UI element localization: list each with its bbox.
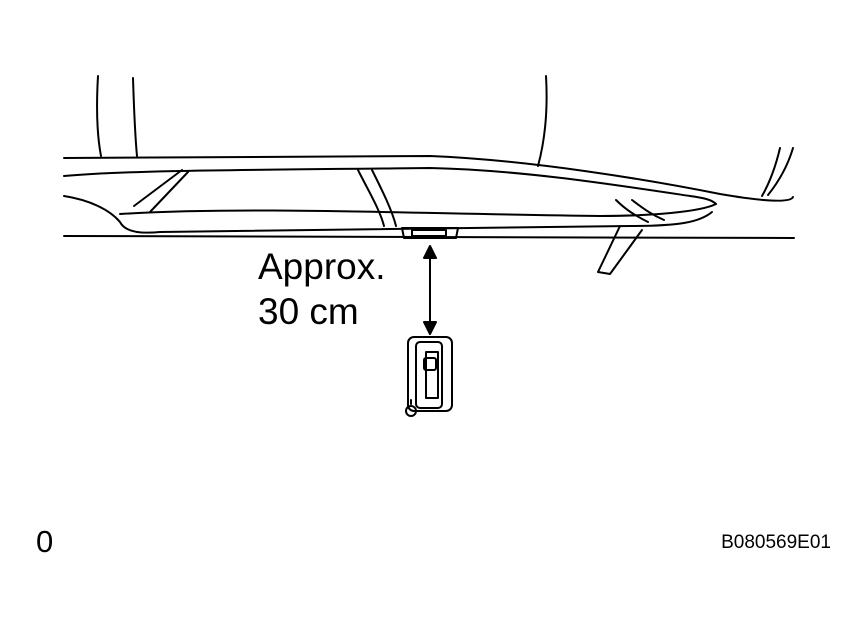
seat-outline bbox=[63, 75, 795, 275]
figure-code: B080569E01 bbox=[721, 532, 831, 553]
distance-label: Approx. 30 cm bbox=[258, 244, 386, 334]
double-headed-arrow bbox=[423, 245, 437, 335]
distance-label-line1: Approx. bbox=[258, 246, 386, 287]
figure-marker: 0 bbox=[36, 524, 54, 559]
distance-label-line2: 30 cm bbox=[258, 291, 359, 332]
key-fob-icon bbox=[405, 336, 453, 417]
antenna-box bbox=[401, 227, 459, 239]
